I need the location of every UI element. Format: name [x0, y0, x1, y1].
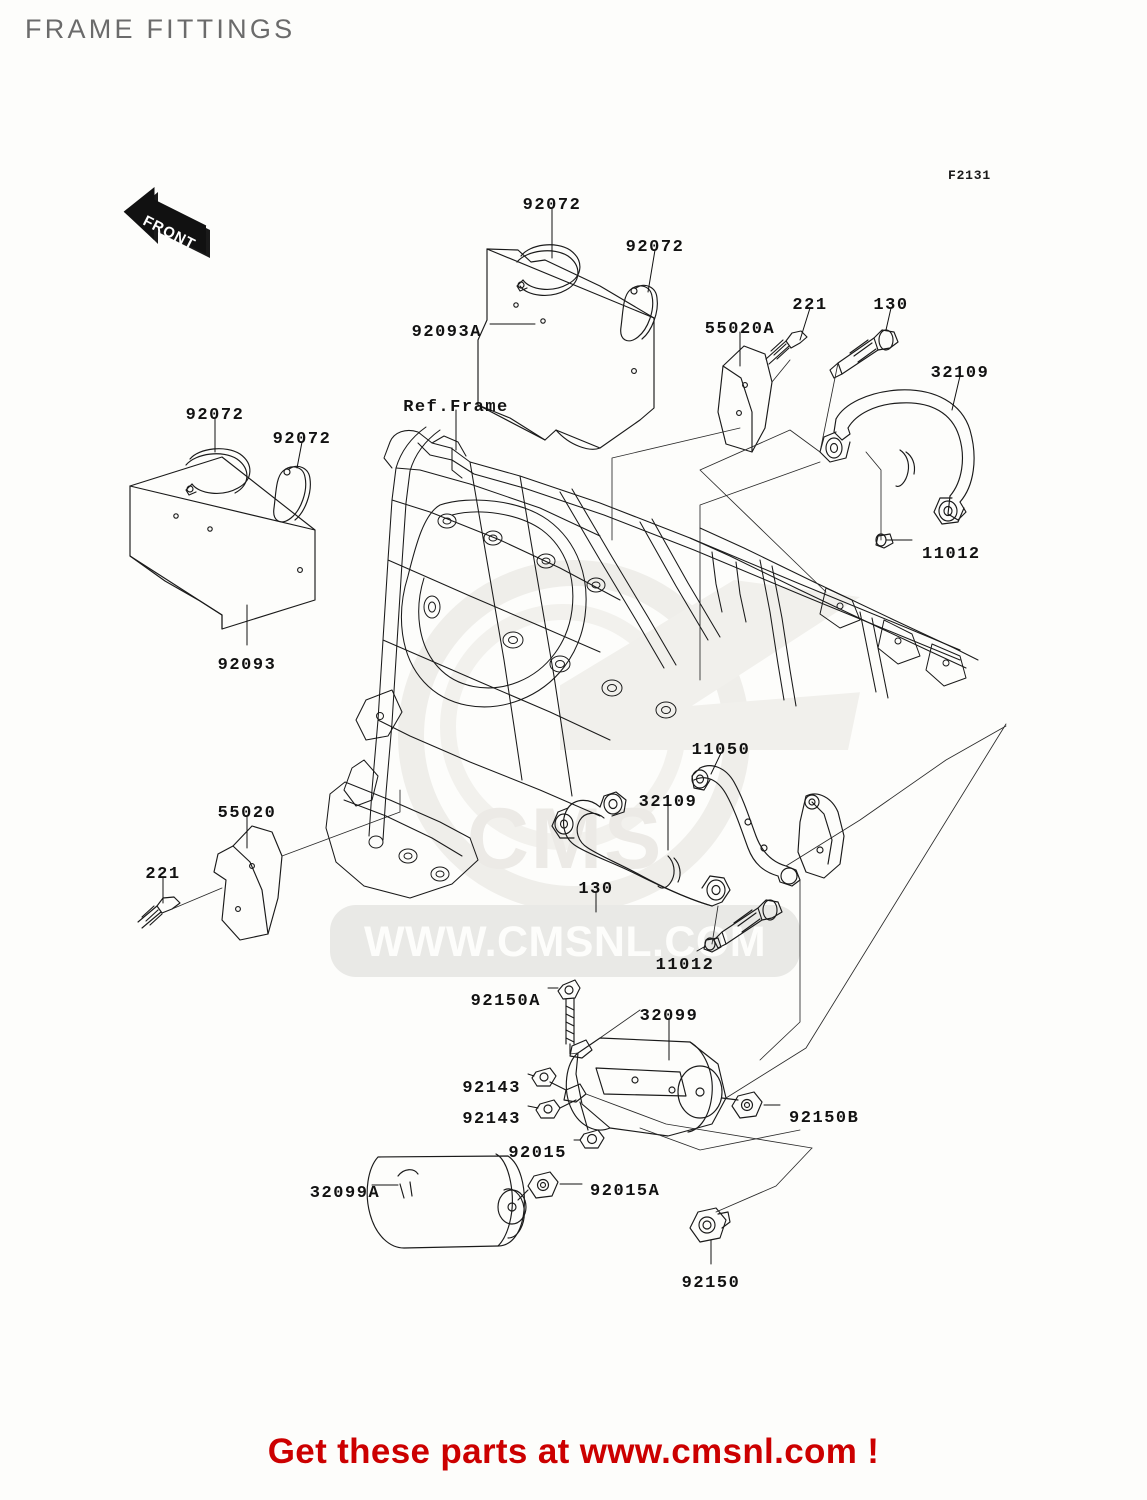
part-32109-grab-rail-right — [820, 390, 974, 524]
footer-cta[interactable]: Get these parts at www.cmsnl.com ! — [267, 1432, 880, 1471]
part-92072-clamp-upper-center — [517, 245, 580, 296]
callout-nut-92015: 92015 — [508, 1144, 567, 1163]
part-55020-bracket — [214, 826, 282, 940]
part-221-screw-lower — [138, 897, 180, 928]
callout-frame-reference: Ref.Frame — [403, 398, 509, 417]
part-130-bolt-lower — [714, 900, 782, 948]
callout-leader-lines — [163, 208, 960, 1264]
figure-code: F2131 — [948, 168, 991, 183]
callout-collar-11012-lower: 11012 — [655, 956, 715, 975]
part-ref-frame — [326, 427, 978, 898]
part-92093A-heat-guard — [478, 249, 654, 449]
callout-clamp-left-upper: 92072 — [185, 406, 245, 425]
callout-clamp-left-lower: 92072 — [272, 430, 332, 449]
callout-bracket-11050: 11050 — [691, 741, 751, 760]
part-92072-clamp-upper-right — [621, 285, 658, 340]
part-92072-clamp-left-lower — [274, 466, 311, 521]
part-92150-damper — [690, 1208, 730, 1242]
callout-canister: 32099A — [309, 1184, 381, 1203]
callout-reservoir-cover: 32099 — [639, 1007, 699, 1026]
part-32109-grab-rail-left — [552, 792, 730, 906]
part-92150B-damper — [722, 1092, 762, 1118]
callout-damper-92150b: 92150B — [789, 1109, 860, 1128]
part-221-screw-upper — [766, 331, 807, 364]
page-title: FRAME FITTINGS — [25, 14, 296, 44]
part-11050-bracket — [692, 766, 844, 886]
part-55020A-bracket — [718, 346, 772, 452]
part-32099-reservoir-cover — [564, 1038, 726, 1136]
part-92015-nut — [580, 1102, 604, 1148]
callout-clamp-upper-center: 92072 — [522, 196, 582, 215]
callout-collar-92143-lower: 92143 — [462, 1110, 521, 1129]
part-92015A-nut — [518, 1172, 558, 1200]
part-11012-collar-upper — [876, 534, 893, 548]
part-92093-heat-guard — [130, 457, 315, 629]
callout-nut-92015a: 92015A — [590, 1182, 661, 1201]
part-32099A-canister — [367, 1154, 526, 1248]
part-130-bolt-upper — [830, 330, 898, 378]
callout-bolt-130-lower: 130 — [578, 880, 614, 899]
callout-guard-bracket: 55020 — [217, 804, 277, 823]
callout-screw-221-upper: 221 — [792, 296, 828, 315]
callout-clamp-upper-right: 92072 — [625, 238, 685, 257]
callout-heat-guard: 92093 — [217, 656, 277, 675]
front-arrow-icon: FRONT — [118, 182, 218, 270]
callout-grab-rail-right: 32109 — [930, 364, 990, 383]
part-92143-collar-upper — [532, 1068, 566, 1090]
callout-collar-92143-upper: 92143 — [462, 1079, 521, 1098]
callout-damper-92150: 92150 — [681, 1274, 741, 1293]
callout-damper-92150a: 92150A — [470, 992, 541, 1011]
callout-bolt-130-upper: 130 — [873, 296, 909, 315]
part-11012-collar-lower — [704, 938, 721, 952]
callout-screw-221-lower: 221 — [145, 865, 181, 884]
callout-grab-rail-left: 32109 — [638, 793, 698, 812]
assembly-guide-lines — [172, 360, 1006, 1212]
callout-guard-bracket-a: 55020A — [704, 320, 776, 339]
part-92143-collar-lower — [536, 1100, 576, 1118]
callout-collar-11012-upper: 11012 — [922, 545, 981, 564]
part-92150A-damper — [558, 980, 580, 1054]
callout-heat-guard-a: 92093A — [411, 323, 482, 342]
part-92072-clamp-left-upper — [186, 449, 250, 495]
